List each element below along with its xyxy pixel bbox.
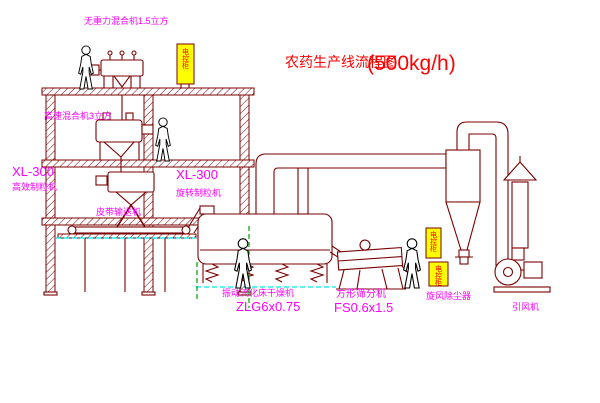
cyclone-dust-collector (445, 149, 481, 265)
label-granulator-mid-name: 旋转制粒机 (176, 187, 221, 198)
control-cabinet: 电控柜 (428, 261, 449, 287)
fluid-bed-dryer (197, 167, 333, 283)
cabinet-label: 电控柜 (430, 230, 438, 253)
square-sieve (329, 239, 410, 290)
high-speed-mixer (95, 112, 154, 172)
person-figure (155, 117, 171, 162)
person-figure (403, 238, 421, 289)
cabinet-label: 电控柜 (182, 47, 190, 70)
vibration-springs (204, 263, 325, 283)
label-sieve-model: FS0.6x1.5 (334, 300, 393, 315)
label-gravity-mixer: 无重力混合机1.5立方 (84, 15, 169, 26)
control-cabinet: 电控柜 (176, 43, 195, 88)
label-granulator-left-model: XL-300 (12, 164, 54, 179)
cabinet-label: 电控柜 (435, 264, 443, 287)
label-granulator-mid-model: XL-300 (176, 167, 218, 182)
cyclone-outlet-duct (456, 121, 509, 267)
exhaust-duct (255, 153, 447, 215)
induced-draft-fan (493, 258, 551, 293)
diagram-title: 农药生产线流程图 (285, 54, 397, 70)
belt-conveyor (57, 207, 207, 292)
building-structure (41, 87, 255, 296)
label-dryer-model: ZLG6x0.75 (236, 299, 300, 314)
label-fan: 引风机 (512, 301, 539, 312)
control-cabinet: 电控柜 (425, 227, 442, 259)
label-sieve-name: 方形筛分机 (336, 287, 386, 300)
label-cyclone: 旋风除尘器 (426, 290, 471, 301)
gravity-mixer (86, 50, 144, 120)
label-high-speed-mixer: 高速混合机3立方 (44, 110, 112, 121)
diagram-title-capacity: (500kg/h) (367, 52, 456, 75)
label-dryer-name: 振动流化床干燥机 (222, 287, 294, 298)
person-figure (78, 45, 94, 90)
label-belt-conveyor: 皮带输送机 (96, 206, 141, 217)
exhaust-stack (502, 156, 538, 261)
label-granulator-left-name: 高效制粒机 (12, 181, 57, 192)
rotary-granulator (95, 171, 155, 228)
